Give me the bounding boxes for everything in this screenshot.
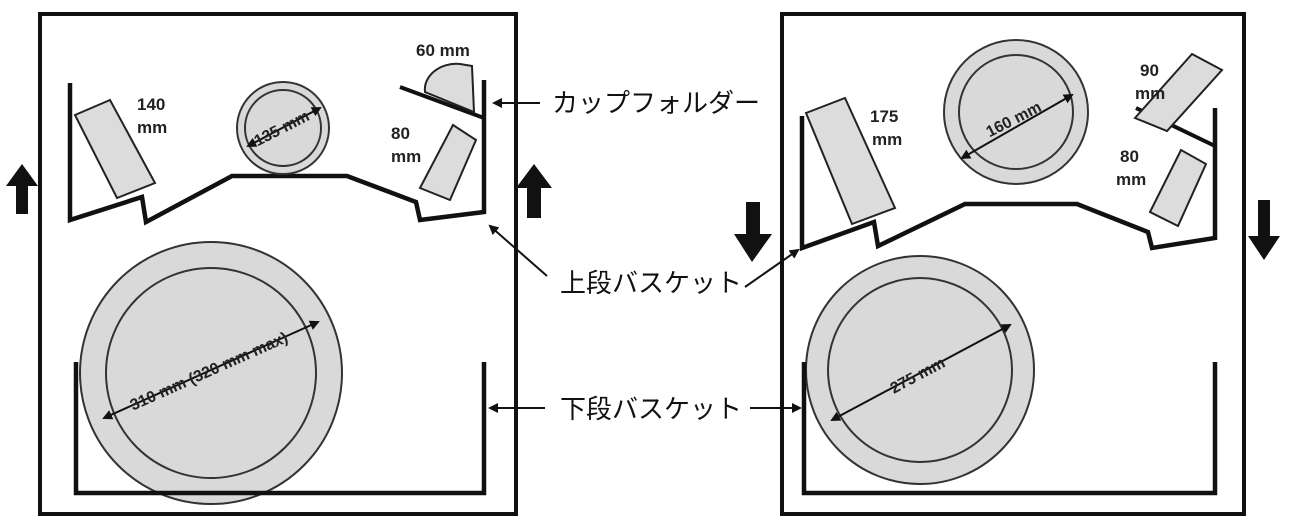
left-small-plate-dim-line bbox=[246, 107, 322, 147]
right-large-plate-dim-line bbox=[830, 324, 1012, 421]
left-item-60mm-cup bbox=[423, 62, 476, 114]
right-down-arrow-icon bbox=[734, 202, 772, 262]
callout-cup-holder: カップフォルダー bbox=[552, 89, 760, 119]
left-up-arrow-icon-2 bbox=[516, 164, 552, 218]
upper-basket-leader-right bbox=[744, 248, 800, 288]
right-item-90mm bbox=[1133, 52, 1224, 133]
left-item-80mm bbox=[418, 123, 478, 202]
right-upper-basket bbox=[799, 108, 1218, 252]
upper-basket-leader-left bbox=[488, 224, 548, 277]
callout-lower-basket: 下段バスケット bbox=[560, 395, 742, 425]
left-item-80-label-2: mm bbox=[391, 147, 421, 166]
right-item-175-label-2: mm bbox=[872, 130, 902, 149]
left-cup-holder-shelf bbox=[399, 85, 485, 120]
right-item-80-label-1: 80 bbox=[1120, 147, 1139, 166]
right-item-90-label-2: mm bbox=[1135, 84, 1165, 103]
callout-upper-basket: 上段バスケット bbox=[560, 269, 742, 299]
right-item-80mm bbox=[1148, 148, 1208, 228]
right-item-175mm bbox=[804, 96, 897, 226]
left-cup-label: 60 mm bbox=[416, 41, 470, 60]
left-item-140mm bbox=[73, 98, 157, 200]
right-item-175-label-1: 175 bbox=[870, 107, 898, 126]
right-down-arrow-icon-2 bbox=[1248, 200, 1280, 260]
left-large-plate-dim-line bbox=[102, 320, 320, 420]
left-item-80-label-1: 80 bbox=[391, 124, 410, 143]
right-dishwasher-frame bbox=[780, 12, 1246, 516]
right-small-plate-dim-line bbox=[960, 94, 1074, 159]
right-diagram: 160 mm 275 mm 175 mm 90 mm 80 mm bbox=[734, 12, 1280, 516]
right-item-90-label-1: 90 bbox=[1140, 61, 1159, 80]
left-lower-basket bbox=[73, 362, 487, 496]
left-item-140-label-2: mm bbox=[137, 118, 167, 137]
left-up-arrow-icon bbox=[6, 164, 38, 214]
left-dishwasher-frame bbox=[38, 12, 518, 516]
left-upper-basket bbox=[67, 80, 487, 226]
left-item-140-label-1: 140 bbox=[137, 95, 165, 114]
left-diagram: 135 mm 310 mm (320 mm max) 140 mm 80 mm … bbox=[6, 12, 552, 516]
right-item-80-label-2: mm bbox=[1116, 170, 1146, 189]
right-lower-basket bbox=[801, 362, 1218, 496]
callouts: カップフォルダー 上段バスケット 下段バスケット bbox=[488, 89, 802, 425]
